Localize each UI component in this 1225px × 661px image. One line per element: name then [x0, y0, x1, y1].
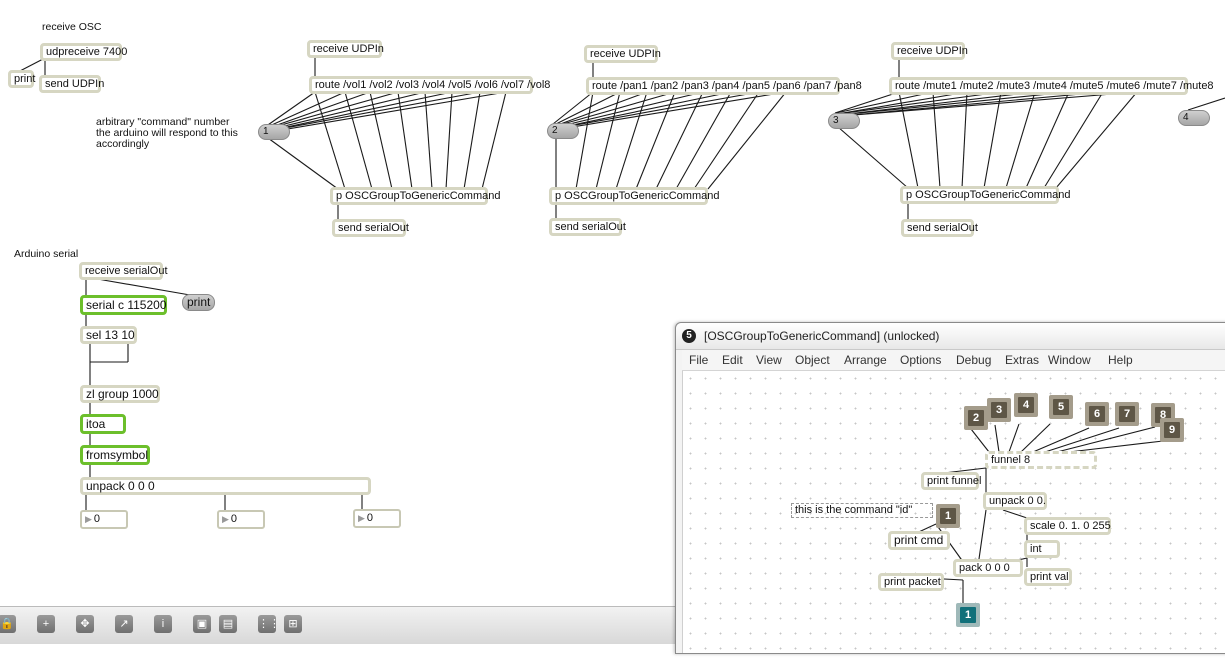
menu-window[interactable]: Window	[1048, 353, 1091, 367]
number-box[interactable]: ▶0	[80, 510, 128, 529]
route-pan-object[interactable]: route /pan1 /pan2 /pan3 /pan4 /pan5 /pan…	[586, 77, 862, 95]
message-box-2[interactable]: 2	[547, 123, 579, 139]
unpack-object[interactable]: unpack 0 0 0	[80, 477, 371, 495]
grid-icon[interactable]: ⋮⋮	[258, 615, 280, 633]
receive-udpin-object[interactable]: receive UDPIn	[307, 40, 384, 58]
route-vol-object[interactable]: route /vol1 /vol2 /vol3 /vol4 /vol5 /vol…	[309, 76, 550, 94]
inlet-number: 7	[1119, 406, 1135, 422]
inlet-1[interactable]: 1	[936, 504, 960, 528]
menu-bar: File Edit View Object Arrange Options De…	[682, 350, 1225, 371]
bring-front-icon[interactable]: ▣	[193, 615, 211, 633]
int-object[interactable]: int	[1024, 540, 1060, 558]
send-serialout-object[interactable]: send serialOut	[901, 219, 978, 237]
print-object[interactable]: print	[8, 70, 35, 88]
inlet-7[interactable]: 7	[1115, 402, 1139, 426]
number-value: 0	[366, 512, 374, 524]
outlet-1[interactable]: 1	[956, 603, 980, 627]
menu-file[interactable]: File	[689, 353, 709, 367]
funnel-object[interactable]: funnel 8	[985, 451, 1097, 469]
patch-cord-icon[interactable]: ↗	[115, 615, 133, 633]
send-serialout-object[interactable]: send serialOut	[549, 218, 626, 236]
inlet-5[interactable]: 5	[1049, 395, 1073, 419]
send-udpin-object[interactable]: send UDPIn	[39, 75, 104, 93]
subpatch-object[interactable]: p OSCGroupToGenericCommand	[330, 187, 500, 205]
inlet-2[interactable]: 2	[964, 406, 988, 430]
receive-serialout-object[interactable]: receive serialOut	[79, 262, 168, 280]
subpatch-object[interactable]: p OSCGroupToGenericCommand	[549, 187, 719, 205]
comment-arduino-serial: Arduino serial	[14, 248, 79, 260]
number-box[interactable]: ▶0	[217, 510, 265, 529]
number-triangle-icon: ▶	[222, 514, 229, 524]
menu-help[interactable]: Help	[1108, 353, 1133, 367]
menu-options[interactable]: Options	[900, 353, 942, 367]
inlet-number: 3	[991, 402, 1007, 418]
message-box-4[interactable]: 4	[1178, 110, 1210, 126]
itoa-object[interactable]: itoa	[80, 414, 126, 434]
patcher-canvas[interactable]: 2 3 4 5 6 7 8 9 funnel 8 print funnel un…	[682, 371, 1225, 653]
message-box-1[interactable]: 1	[258, 124, 290, 140]
comment-arbitrary-command: arbitrary "command" number the arduino w…	[96, 116, 238, 150]
print-val-object[interactable]: print val	[1024, 568, 1072, 586]
window-titlebar[interactable]: 5 [OSCGroupToGenericCommand] (unlocked)	[676, 323, 1225, 350]
info-icon[interactable]: i	[154, 615, 172, 633]
inlet-6[interactable]: 6	[1085, 402, 1109, 426]
print-packet-object[interactable]: print packet	[878, 573, 944, 591]
print-cmd-object[interactable]: print cmd	[888, 531, 950, 550]
inlet-number: 5	[1053, 399, 1069, 415]
comment-command-id: this is the command "id"	[791, 503, 933, 518]
number-value: 0	[230, 513, 238, 525]
subpatch-object[interactable]: p OSCGroupToGenericCommand	[900, 186, 1070, 204]
sel-object[interactable]: sel 13 10	[80, 326, 137, 344]
send-back-icon[interactable]: ▤	[219, 615, 237, 633]
send-serialout-object[interactable]: send serialOut	[332, 219, 409, 237]
unpack-object[interactable]: unpack 0 0.	[983, 492, 1047, 510]
number-value: 0	[93, 513, 101, 525]
lock-icon[interactable]: 🔒	[0, 615, 16, 633]
inlet-4[interactable]: 4	[1014, 393, 1038, 417]
menu-extras[interactable]: Extras	[1005, 353, 1040, 367]
inlet-3[interactable]: 3	[987, 398, 1011, 422]
window-number-badge: 5	[682, 329, 696, 343]
fromsymbol-object[interactable]: fromsymbol	[80, 445, 150, 465]
menu-view[interactable]: View	[756, 353, 782, 367]
outlet-number: 1	[960, 607, 976, 623]
menu-arrange[interactable]: Arrange	[844, 353, 887, 367]
print-message[interactable]: print	[182, 294, 215, 311]
receive-udpin-object[interactable]: receive UDPIn	[584, 45, 661, 63]
inlet-number: 4	[1018, 397, 1034, 413]
scale-object[interactable]: scale 0. 1. 0 255	[1024, 517, 1111, 535]
snap-icon[interactable]: ⊞	[284, 615, 302, 633]
number-triangle-icon: ▶	[358, 513, 365, 523]
receive-udpin-object[interactable]: receive UDPIn	[891, 42, 968, 60]
menu-object[interactable]: Object	[795, 353, 830, 367]
patcher-toolbar: 🔒 + ✥ ↗ i ▣ ▤ ⋮⋮ ⊞	[0, 606, 676, 644]
number-box[interactable]: ▶0	[353, 509, 401, 528]
inlet-number: 6	[1089, 406, 1105, 422]
inlet-number: 9	[1164, 422, 1180, 438]
inlet-number: 2	[968, 410, 984, 426]
comment-receive-osc: receive OSC	[42, 21, 102, 33]
zl-group-object[interactable]: zl group 1000	[80, 385, 160, 403]
subpatcher-window[interactable]: 5 [OSCGroupToGenericCommand] (unlocked) …	[675, 322, 1225, 654]
number-triangle-icon: ▶	[85, 514, 92, 524]
route-mute-object[interactable]: route /mute1 /mute2 /mute3 /mute4 /mute5…	[889, 77, 1214, 95]
menu-debug[interactable]: Debug	[956, 353, 992, 367]
pack-object[interactable]: pack 0 0 0	[953, 559, 1023, 577]
add-object-icon[interactable]: +	[37, 615, 55, 633]
message-box-3[interactable]: 3	[828, 113, 860, 129]
udpreceive-object[interactable]: udpreceive 7400	[40, 43, 127, 61]
move-icon[interactable]: ✥	[76, 615, 94, 633]
inlet-number: 1	[940, 508, 956, 524]
inlet-9[interactable]: 9	[1160, 418, 1184, 442]
menu-edit[interactable]: Edit	[722, 353, 743, 367]
serial-object[interactable]: serial c 115200	[80, 295, 167, 315]
print-funnel-object[interactable]: print funnel	[921, 472, 981, 490]
window-title: [OSCGroupToGenericCommand] (unlocked)	[704, 329, 940, 343]
